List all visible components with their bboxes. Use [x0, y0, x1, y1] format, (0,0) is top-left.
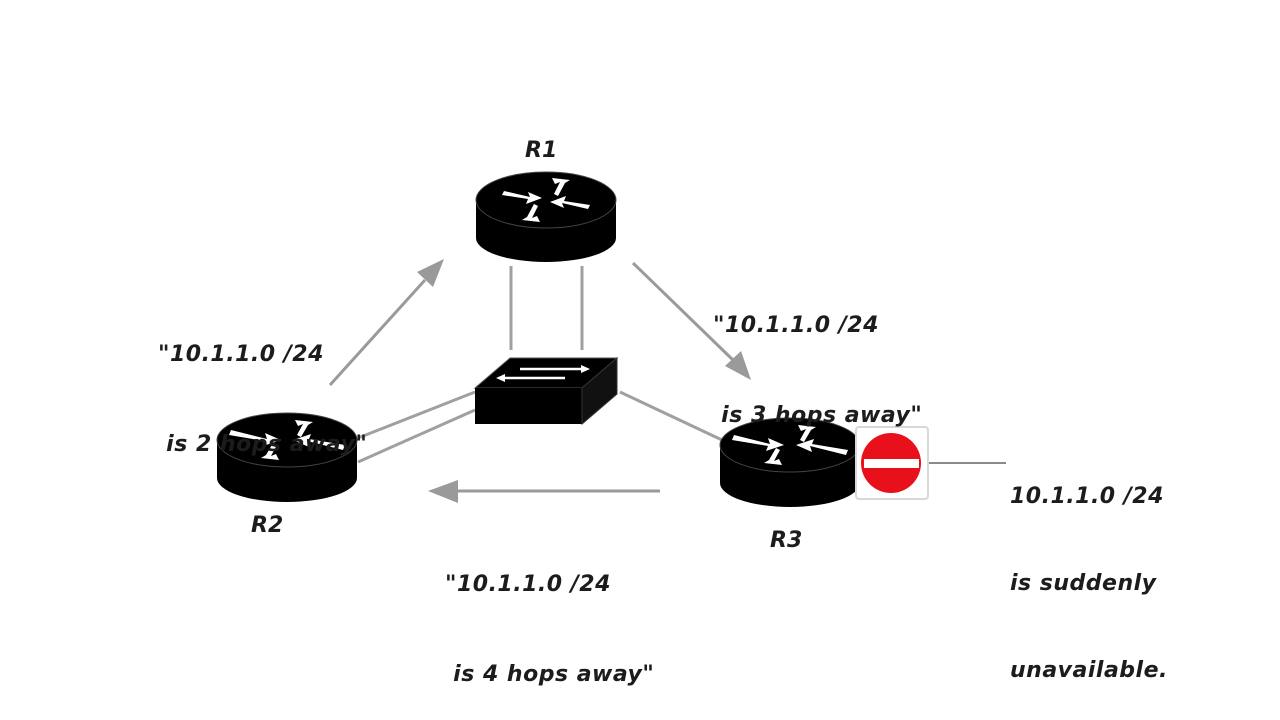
- annotation-3-hops: "10.1.1.0 /24 is 3 hops away": [713, 251, 922, 491]
- annotation-3-hops-line1: "10.1.1.0 /24: [713, 313, 879, 338]
- annotation-2-hops: "10.1.1.0 /24 is 2 hops away": [158, 280, 367, 520]
- router-icon: [475, 171, 617, 262]
- r2-label: R2: [251, 513, 284, 538]
- switch-icon: [473, 356, 619, 426]
- link-switch-r3: [619, 390, 723, 442]
- annotation-2-hops-line1: "10.1.1.0 /24: [158, 342, 324, 367]
- annotation-network-line3: unavailable.: [1010, 658, 1168, 683]
- annotation-4-hops-line2: is 4 hops away": [445, 662, 655, 687]
- annotation-network-unavailable: 10.1.1.0 /24 is suddenly unavailable.: [1010, 424, 1168, 720]
- annotation-network-line2: is suddenly: [1010, 571, 1157, 596]
- annotation-3-hops-line2: is 3 hops away": [713, 403, 923, 428]
- link-r2-switch-a: [357, 390, 476, 440]
- annotation-network-line1: 10.1.1.0 /24: [1010, 484, 1164, 509]
- arrow-icon: [631, 261, 751, 380]
- arrow-icon: [328, 259, 444, 387]
- no-entry-icon: [855, 426, 929, 500]
- arrows: [328, 259, 751, 503]
- r1-label: R1: [525, 138, 558, 163]
- annotation-4-hops-line1: "10.1.1.0 /24: [445, 572, 611, 597]
- r3-label: R3: [770, 528, 803, 553]
- annotation-4-hops: "10.1.1.0 /24 is 4 hops away": [445, 510, 654, 720]
- router-icon: [719, 417, 861, 507]
- arrow-icon: [428, 480, 660, 503]
- annotation-2-hops-line2: is 2 hops away": [158, 432, 368, 457]
- router-icon: [216, 412, 358, 502]
- link-r2-switch-b: [357, 408, 476, 464]
